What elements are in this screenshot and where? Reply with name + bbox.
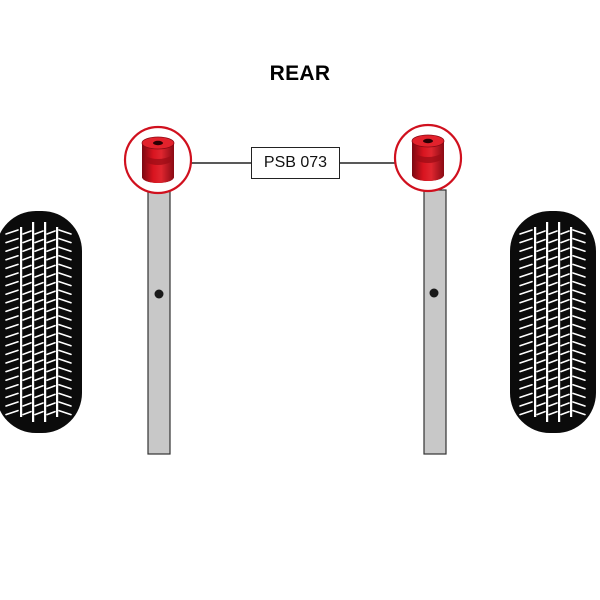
part-number-text: PSB 073 bbox=[263, 154, 328, 171]
left-rail-mount-hole bbox=[154, 289, 164, 299]
diagram-title: REAR bbox=[269, 62, 331, 85]
left-chassis-rail bbox=[147, 189, 171, 455]
left-polyurethane-bush-icon bbox=[141, 136, 175, 183]
right-rail-mount-hole bbox=[429, 288, 439, 298]
right-tyre-icon bbox=[510, 211, 596, 433]
left-tyre-icon bbox=[0, 211, 82, 433]
right-polyurethane-bush-icon bbox=[411, 134, 445, 181]
right-chassis-rail bbox=[423, 189, 447, 455]
part-number-label: PSB 073 bbox=[251, 147, 340, 179]
